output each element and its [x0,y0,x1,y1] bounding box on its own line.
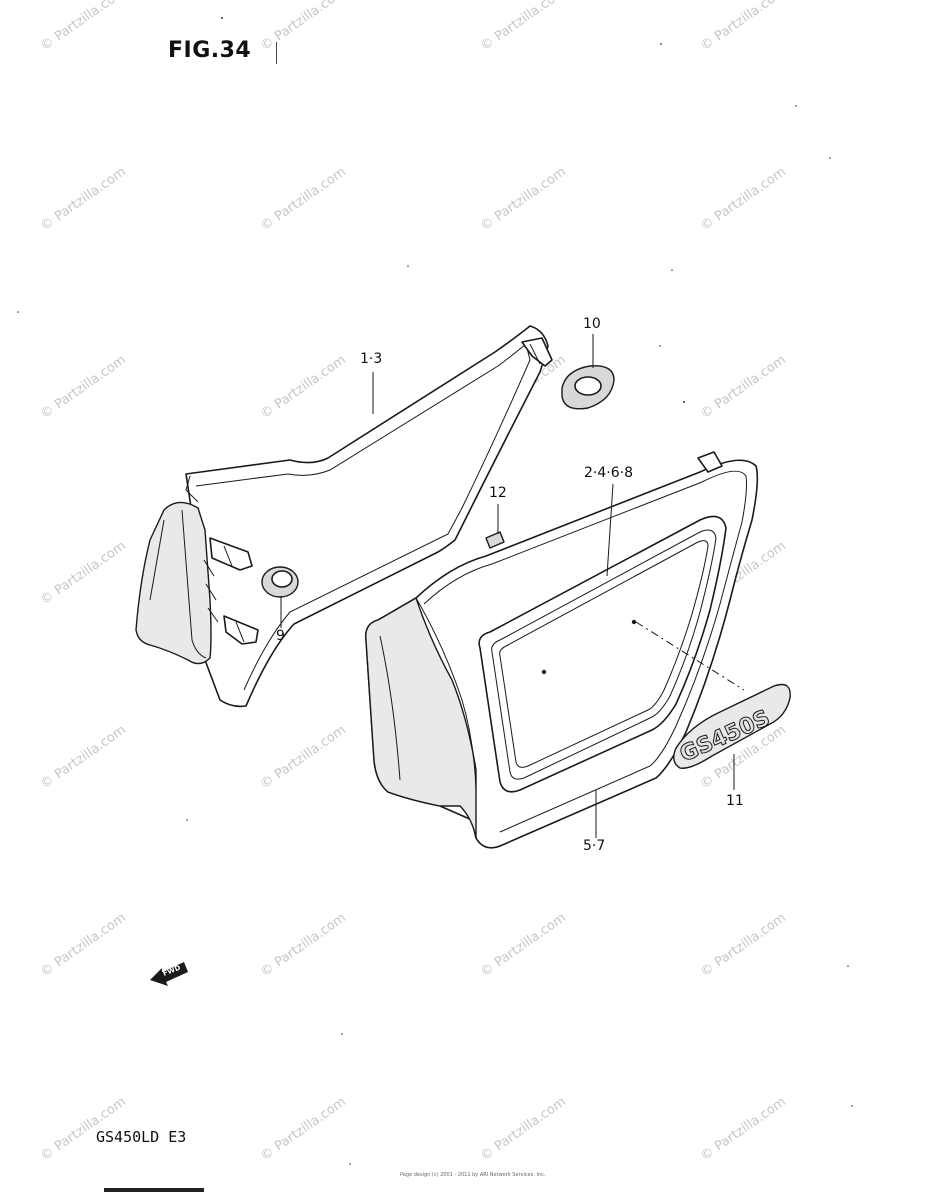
callout-11[interactable]: 11 [726,793,744,809]
callout-1-3[interactable]: 1·3 [360,351,383,367]
clip-12[interactable] [485,531,505,549]
scan-speckles [17,17,853,1165]
callout-12[interactable]: 12 [489,485,507,501]
callout-9[interactable]: 9 [276,628,285,644]
right-frame-cover[interactable] [364,451,759,849]
title-divider [276,42,277,64]
figure-title: FIG.34 [168,38,252,63]
callout-10[interactable]: 10 [583,316,601,332]
fwd-arrow-icon: FWD [150,962,188,986]
left-frame-cover[interactable] [135,325,553,708]
footer-bar [104,1188,204,1192]
footer-copyright: Page design (c) 2001 - 2011 by ARI Netwo… [400,1172,546,1178]
grommet-9[interactable] [261,566,299,598]
callout-5-7[interactable]: 5·7 [583,838,606,854]
grommet-10[interactable] [561,365,615,410]
model-code: GS450LD E3 [96,1128,187,1146]
callout-2-4-6-8[interactable]: 2·4·6·8 [584,465,633,481]
